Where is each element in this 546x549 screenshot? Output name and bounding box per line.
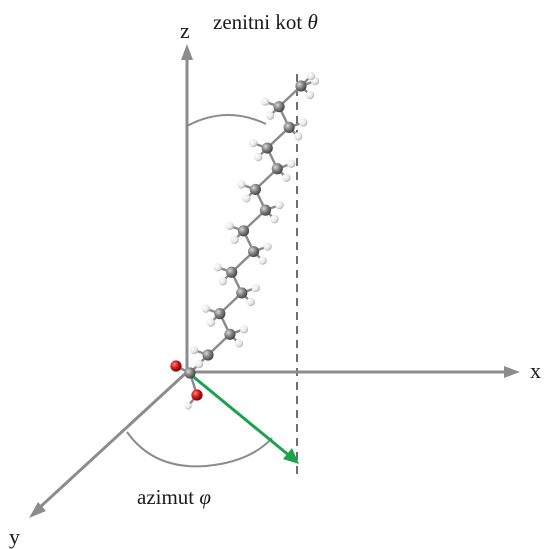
x-axis bbox=[187, 366, 520, 378]
azimuth-angle-arc bbox=[126, 431, 273, 468]
z-axis bbox=[181, 44, 193, 372]
x-axis-label: x bbox=[530, 358, 541, 383]
hydrogen-atom bbox=[306, 71, 316, 81]
hydrogen-atom bbox=[194, 359, 204, 369]
hydrogen-atom bbox=[282, 173, 291, 182]
projection-arrow bbox=[189, 372, 299, 464]
hydrogen-atom bbox=[263, 242, 272, 251]
carbon-atom bbox=[271, 163, 283, 175]
carbon-atom bbox=[261, 142, 273, 154]
carbon-atom bbox=[283, 121, 295, 133]
carbon-atom bbox=[248, 245, 260, 258]
carbon-atom bbox=[295, 80, 307, 92]
z-axis-label: z bbox=[180, 18, 190, 43]
hydrogen-atom bbox=[287, 159, 296, 168]
hydrogen-atom bbox=[201, 304, 211, 313]
zenith-angle-text: zenitni kot bbox=[213, 10, 303, 34]
hydrogen-atom bbox=[184, 402, 192, 410]
y-axis bbox=[29, 370, 189, 518]
carbon-atom bbox=[202, 349, 214, 361]
hydrogen-atom bbox=[275, 200, 284, 210]
hydrogen-atom bbox=[189, 345, 199, 355]
phi-symbol: φ bbox=[199, 485, 212, 509]
hydrogen-atom bbox=[249, 138, 258, 148]
carbon-atom bbox=[214, 308, 226, 320]
carbon-atom bbox=[226, 266, 238, 278]
carbon-atom bbox=[237, 225, 250, 237]
azimuth-angle-label: azimut φ bbox=[137, 487, 211, 508]
oxygen-atom bbox=[191, 389, 203, 401]
hydrogen-atom bbox=[293, 132, 303, 141]
carbon-atom bbox=[236, 287, 248, 299]
hydrogen-atom bbox=[258, 256, 267, 265]
hydrogen-atom bbox=[260, 97, 270, 106]
hydrogen-atom bbox=[218, 277, 227, 286]
hydrogen-atom bbox=[265, 111, 275, 120]
carbon-atom bbox=[184, 367, 196, 379]
y-axis-label: y bbox=[9, 524, 20, 549]
carbon-atom bbox=[249, 183, 261, 196]
zenith-angle-label: zenitni kot θ bbox=[213, 12, 318, 33]
hydrogen-atom bbox=[270, 214, 279, 224]
hydrogen-atom bbox=[225, 221, 234, 231]
zenith-angle-arc bbox=[186, 114, 267, 127]
hydrogen-atom bbox=[230, 235, 239, 245]
hydrogen-atom bbox=[246, 297, 255, 307]
hydrogen-atom bbox=[206, 318, 216, 327]
hydrogen-atom bbox=[239, 325, 249, 334]
hydrogen-atom bbox=[234, 339, 244, 348]
azimuth-angle-text: azimut bbox=[137, 485, 195, 509]
hydrogen-atom bbox=[237, 180, 246, 189]
hydrogen-atom bbox=[213, 263, 222, 272]
theta-symbol: θ bbox=[307, 10, 318, 34]
hydrogen-atom bbox=[298, 118, 308, 127]
hydrogen-atom bbox=[305, 90, 315, 100]
hydrogen-atom bbox=[254, 152, 263, 162]
carbon-atom bbox=[224, 328, 236, 340]
oxygen-atom bbox=[170, 360, 182, 372]
carbon-atom bbox=[259, 204, 272, 216]
hydrogen-atom bbox=[242, 194, 251, 203]
carbon-atom bbox=[273, 101, 285, 113]
hydrogen-atom bbox=[251, 283, 260, 293]
molecule-atoms bbox=[170, 71, 320, 410]
